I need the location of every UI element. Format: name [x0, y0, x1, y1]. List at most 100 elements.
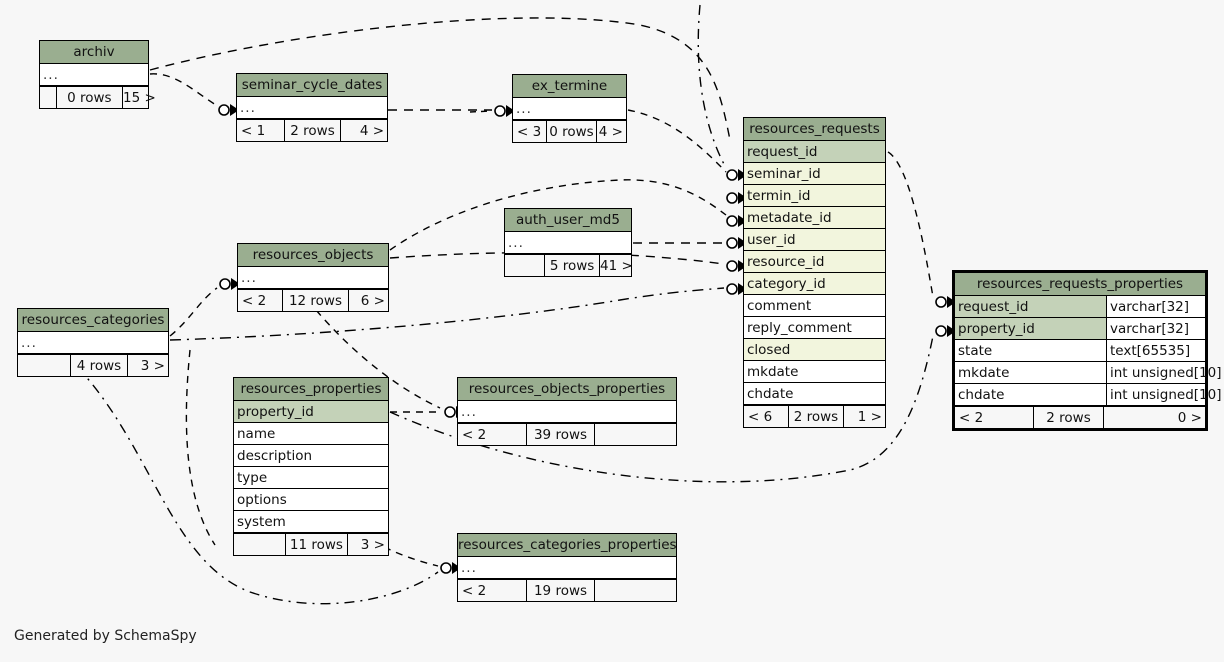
table-collapsed-ellipsis: ... — [237, 97, 387, 119]
column-property-id[interactable]: property_id varchar[32] — [955, 318, 1205, 340]
table-title: ex_termine — [513, 75, 626, 98]
table-collapsed-ellipsis: ... — [513, 98, 626, 120]
table-collapsed-ellipsis: ... — [505, 232, 631, 254]
footer-children: 6 > — [347, 290, 388, 311]
table-footer: < 2 19 rows — [458, 579, 676, 601]
footer-parents — [234, 534, 285, 555]
table-resources-categories-properties[interactable]: resources_categories_properties ... < 2 … — [457, 533, 677, 602]
generated-by-label: Generated by SchemaSpy — [14, 628, 197, 644]
table-resources-requests[interactable]: resources_requests request_id seminar_id… — [743, 117, 886, 428]
table-title: archiv — [40, 41, 148, 64]
column-name[interactable]: name — [234, 423, 388, 445]
column-seminar-id[interactable]: seminar_id — [744, 163, 885, 185]
footer-parents: < 2 — [462, 583, 487, 599]
footer-rowcount: 2 rows — [1033, 407, 1103, 428]
footer-rowcount: 19 rows — [526, 580, 594, 601]
table-footer: < 2 2 rows 0 > — [955, 406, 1205, 428]
column-chdate[interactable]: chdate int unsigned[10] — [955, 384, 1222, 406]
table-title: resources_requests_properties — [955, 273, 1205, 296]
footer-rowcount: 39 rows — [526, 424, 594, 445]
column-closed[interactable]: closed — [744, 339, 885, 361]
column-property-id[interactable]: property_id — [234, 401, 388, 423]
edge-resources-categories-resources-objects — [169, 287, 218, 337]
table-seminar-cycle-dates[interactable]: seminar_cycle_dates ... < 1 2 rows 4 > — [236, 73, 388, 142]
column-type[interactable]: type — [234, 467, 388, 489]
table-title: resources_categories_properties — [458, 534, 677, 557]
column-comment[interactable]: comment — [744, 295, 885, 317]
footer-children — [594, 424, 676, 445]
table-title: seminar_cycle_dates — [237, 74, 387, 97]
footer-children: 1 > — [842, 406, 885, 427]
column-mkdate[interactable]: mkdate — [744, 361, 885, 383]
table-resources-properties[interactable]: resources_properties property_id name de… — [233, 377, 389, 556]
column-system[interactable]: system — [234, 511, 388, 533]
table-footer: 11 rows 3 > — [234, 533, 388, 555]
table-footer: 4 rows 3 > — [18, 354, 168, 376]
table-resources-requests-properties[interactable]: resources_requests_properties request_id… — [952, 270, 1222, 431]
edge-left-vertical — [185, 349, 216, 546]
footer-rowcount: 5 rows — [544, 255, 599, 276]
footer-rowcount: 2 rows — [284, 120, 339, 141]
table-ex-termine[interactable]: ex_termine ... < 3 0 rows 4 > — [512, 74, 627, 143]
column-resource-id[interactable]: resource_id — [744, 251, 885, 273]
edge-archiv-seminar-cycle-dates — [149, 73, 217, 106]
footer-rowcount: 4 rows — [70, 355, 126, 376]
table-footer: < 2 12 rows 6 > — [238, 289, 388, 311]
footer-children: 41 > — [599, 255, 633, 276]
table-footer: < 6 2 rows 1 > — [744, 405, 885, 427]
table-collapsed-ellipsis: ... — [40, 64, 148, 86]
table-title: resources_objects — [238, 244, 388, 267]
table-title: resources_categories — [18, 309, 168, 332]
footer-parents — [505, 255, 544, 276]
table-auth-user-md5[interactable]: auth_user_md5 ... 5 rows 41 > — [504, 208, 633, 277]
table-footer: < 1 2 rows 4 > — [237, 119, 387, 141]
footer-parents: < 6 — [748, 409, 773, 425]
table-archiv[interactable]: archiv ... 0 rows 15 > — [39, 40, 156, 109]
table-title: resources_properties — [234, 378, 388, 401]
table-footer: 5 rows 41 > — [505, 254, 633, 276]
column-category-id[interactable]: category_id — [744, 273, 885, 295]
table-title: auth_user_md5 — [505, 209, 631, 232]
footer-rowcount: 0 rows — [546, 121, 595, 142]
table-resources-objects[interactable]: resources_objects ... < 2 12 rows 6 > — [237, 243, 389, 312]
footer-rowcount: 2 rows — [788, 406, 842, 427]
table-resources-objects-properties[interactable]: resources_objects_properties ... < 2 39 … — [457, 377, 677, 446]
footer-parents — [18, 355, 70, 376]
column-metadate-id[interactable]: metadate_id — [744, 207, 885, 229]
table-title: resources_objects_properties — [458, 378, 676, 401]
table-footer: < 2 39 rows — [458, 423, 676, 445]
footer-children — [594, 580, 676, 601]
column-mkdate[interactable]: mkdate int unsigned[10] — [955, 362, 1222, 384]
footer-children: 4 > — [595, 121, 626, 142]
table-footer: < 3 0 rows 4 > — [513, 120, 626, 142]
footer-parents: < 2 — [462, 427, 487, 443]
table-resources-categories[interactable]: resources_categories ... 4 rows 3 > — [17, 308, 169, 377]
footer-parents: < 1 — [241, 123, 266, 139]
column-user-id[interactable]: user_id — [744, 229, 885, 251]
footer-rowcount: 11 rows — [285, 534, 346, 555]
column-options[interactable]: options — [234, 489, 388, 511]
table-title: resources_requests — [744, 118, 885, 141]
column-description[interactable]: description — [234, 445, 388, 467]
table-collapsed-ellipsis: ... — [458, 401, 676, 423]
table-collapsed-ellipsis: ... — [238, 267, 388, 289]
edge-resources-requests-rrp — [887, 151, 934, 298]
footer-rowcount: 0 rows — [55, 87, 122, 108]
column-request-id[interactable]: request_id — [744, 141, 885, 163]
column-chdate[interactable]: chdate — [744, 383, 885, 405]
footer-children: 15 > — [122, 87, 156, 108]
footer-parents: < 2 — [959, 410, 984, 426]
footer-parents — [40, 87, 56, 108]
column-state[interactable]: state text[65535] — [955, 340, 1205, 362]
column-request-id[interactable]: request_id varchar[32] — [955, 296, 1205, 318]
footer-children: 4 > — [339, 120, 387, 141]
footer-children: 3 > — [346, 534, 388, 555]
column-reply-comment[interactable]: reply_comment — [744, 317, 885, 339]
edge-ex-termine-resources-requests — [627, 109, 727, 173]
footer-rowcount: 12 rows — [282, 290, 347, 311]
edge-top-seminar-id — [697, 4, 727, 169]
table-collapsed-ellipsis: ... — [458, 557, 676, 579]
footer-parents: < 2 — [242, 293, 267, 309]
column-termin-id[interactable]: termin_id — [744, 185, 885, 207]
footer-parents: < 3 — [517, 124, 542, 140]
